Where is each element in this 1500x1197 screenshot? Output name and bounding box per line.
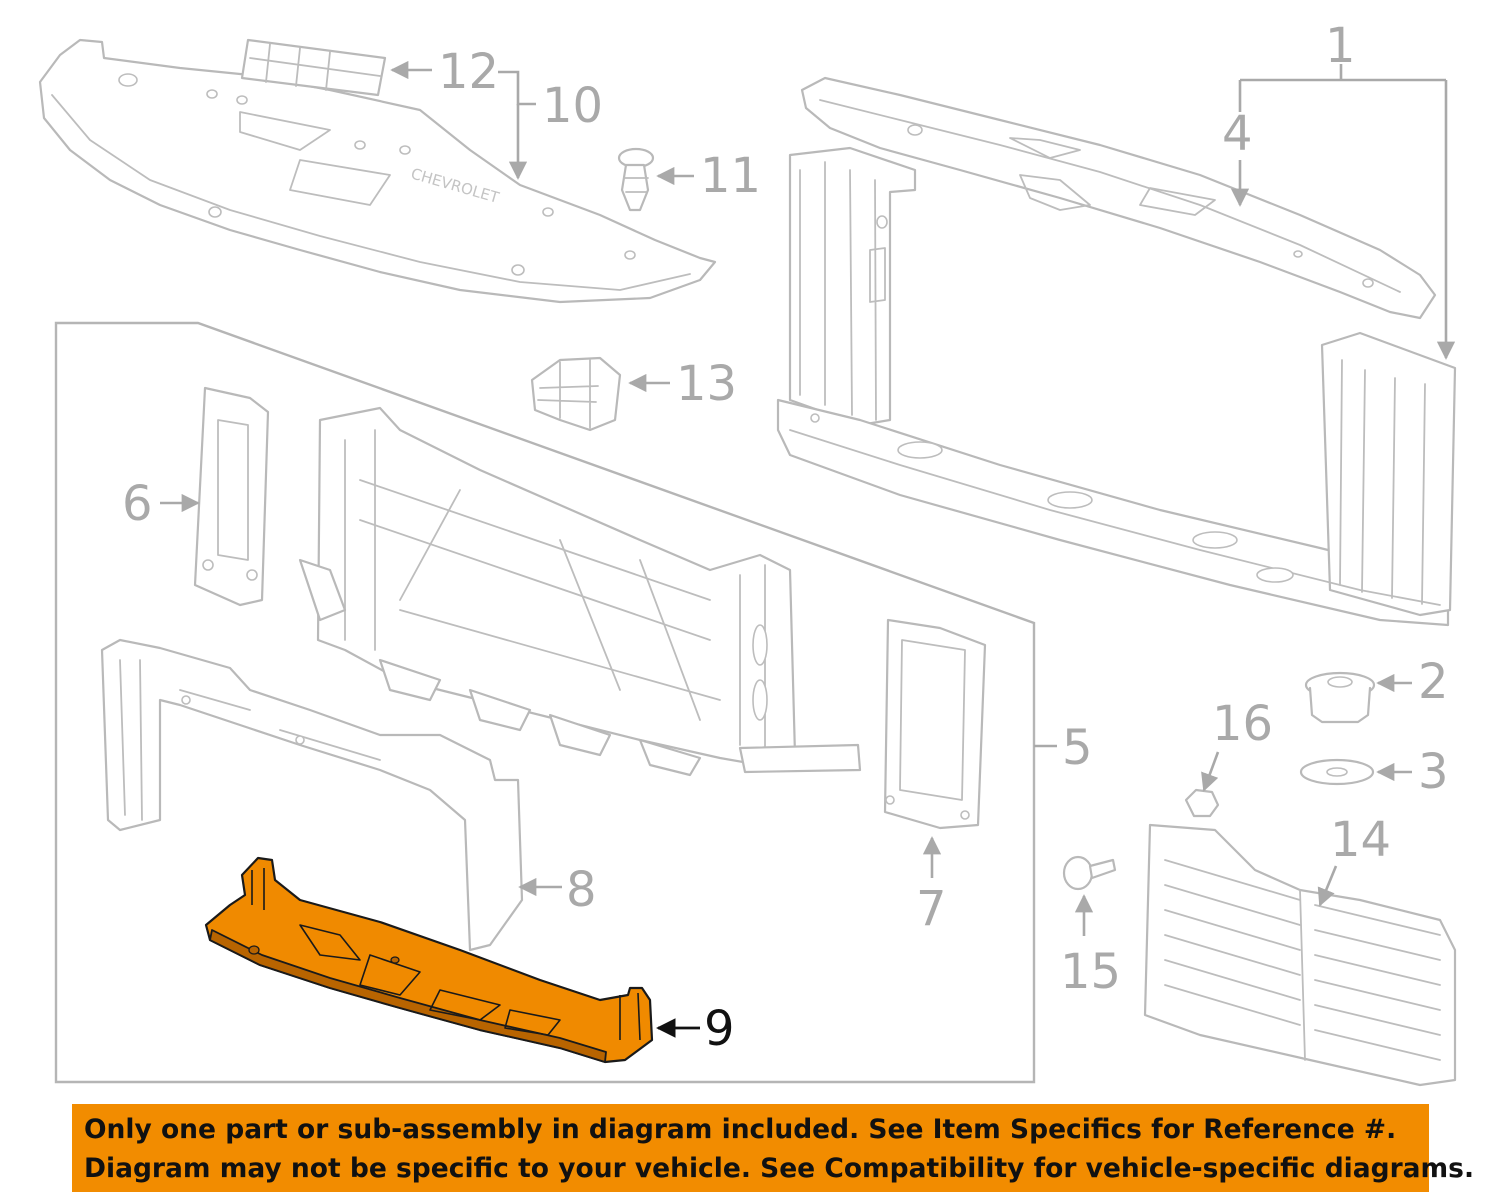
part-6-left-baffle: [193, 386, 270, 607]
callout-7: 7: [916, 881, 947, 937]
part-8-lower-bracket: [100, 638, 524, 952]
part-7-right-baffle: [883, 618, 987, 830]
disclaimer-line-2: Diagram may not be specific to your vehi…: [84, 1153, 1475, 1184]
callout-12: 12: [438, 44, 499, 100]
callout-16: 16: [1212, 696, 1273, 752]
callout-6: 6: [122, 476, 153, 532]
callout-4: 4: [1222, 106, 1253, 162]
callout-14: 14: [1330, 812, 1391, 868]
callout-8: 8: [566, 862, 597, 918]
part-4-upper-tie-bar: [800, 76, 1437, 320]
callouts: 1 4 2 3 5 6 7 8 9 10 11 12 13 14 15: [122, 18, 1456, 1057]
part-14-grille-shutter: [1143, 823, 1457, 1087]
callout-3: 3: [1418, 744, 1449, 800]
callout-2: 2: [1418, 654, 1449, 710]
callout-15: 15: [1060, 944, 1121, 1000]
part-2-grommet: [1304, 671, 1376, 724]
disclaimer-line-1: Only one part or sub-assembly in diagram…: [84, 1114, 1397, 1145]
part-9-air-deflector: [204, 856, 654, 1064]
callout-13: 13: [676, 356, 737, 412]
part-3-washer: [1299, 758, 1375, 786]
part-1-radiator-support: [776, 146, 1457, 627]
part-13-clip: [530, 356, 622, 432]
part-15-bolt: [1062, 855, 1117, 891]
part-5-front-frame: [298, 406, 862, 777]
disclaimer-banner: Only one part or sub-assembly in diagram…: [72, 1104, 1475, 1192]
callout-5: 5: [1062, 720, 1093, 776]
callout-9: 9: [704, 1001, 735, 1057]
callout-10: 10: [542, 78, 603, 134]
part-11-push-pin: [617, 147, 655, 212]
assembly-5-box: [54, 321, 1036, 1084]
part-12-label: [240, 38, 387, 97]
callout-11: 11: [700, 148, 761, 204]
part-10-radiator-cover: CHEVROLET: [38, 38, 717, 304]
part-16-nut: [1184, 788, 1220, 818]
